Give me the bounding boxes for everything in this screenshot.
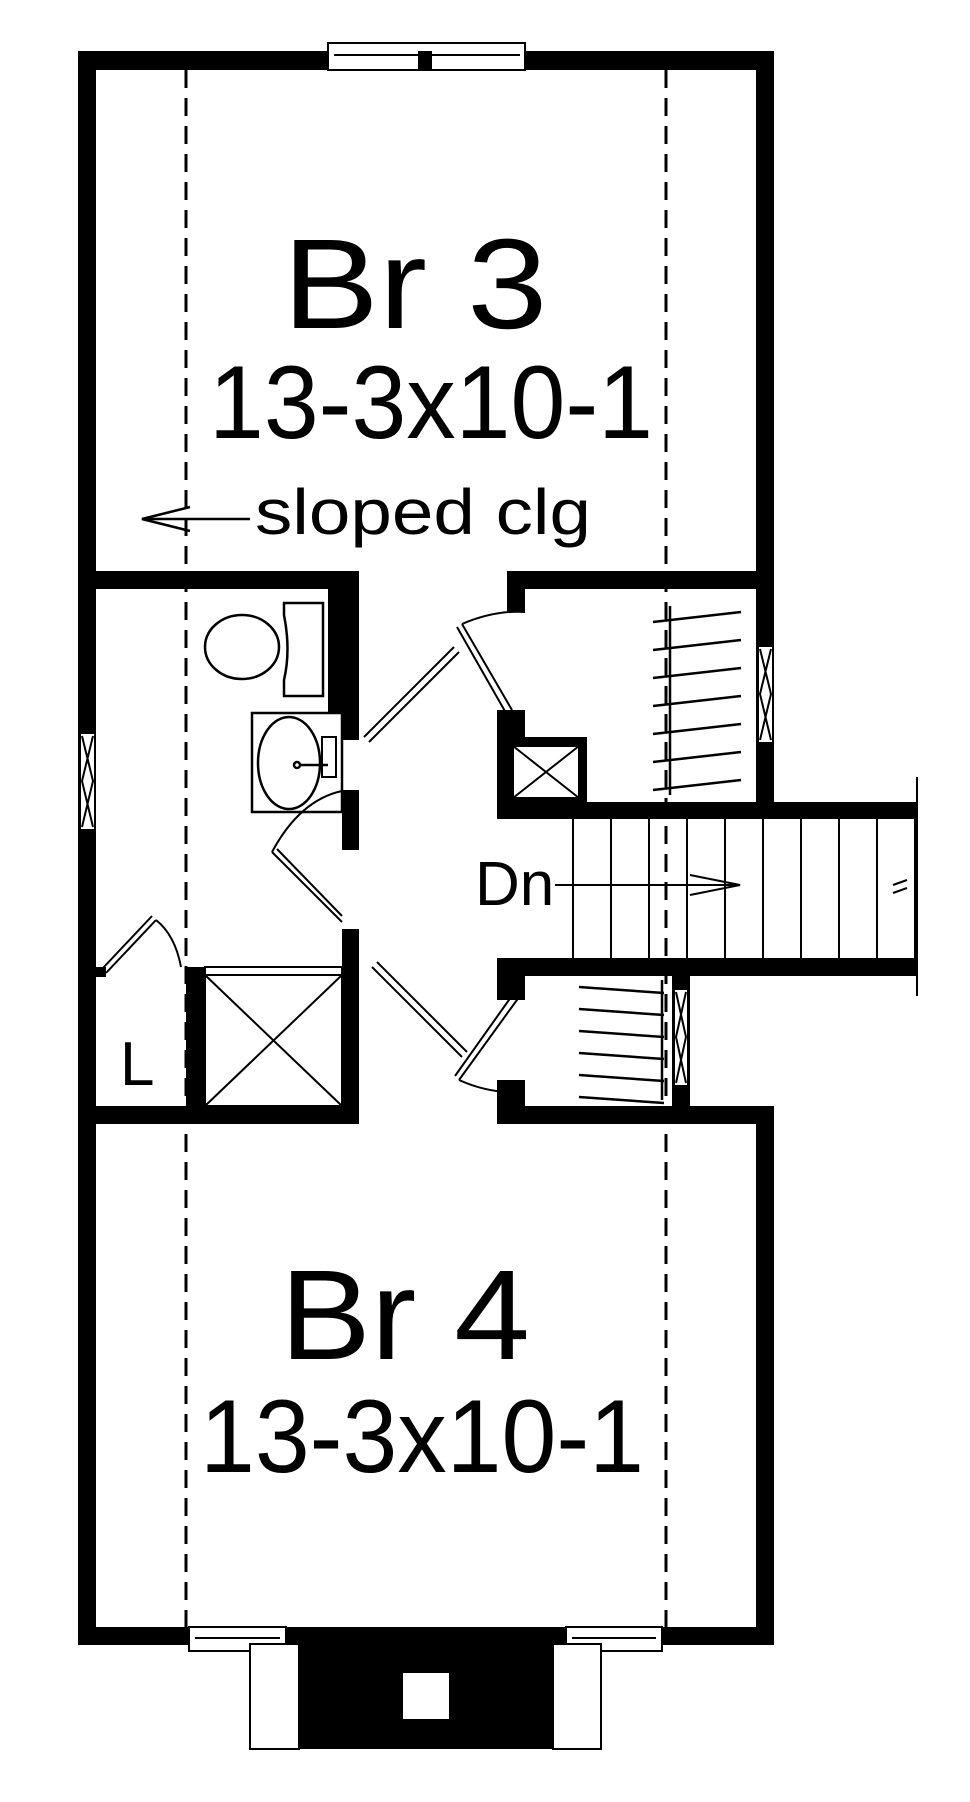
hanger: [652, 778, 742, 792]
wall-br4-bath: [78, 1106, 359, 1124]
wall-closet-step: [507, 571, 525, 612]
hanger: [578, 1029, 665, 1039]
wall-bath: [342, 713, 359, 740]
hanger: [578, 985, 665, 995]
window-top: [327, 42, 526, 71]
bath-closet-door: [363, 646, 460, 743]
wall-bath-thick: [328, 571, 359, 713]
window-right-wall: [758, 647, 773, 742]
hanger: [652, 666, 742, 680]
wall-shower-left: [186, 967, 205, 1124]
wall-right-upper: [756, 51, 774, 819]
wall-bath-2: [342, 790, 359, 850]
hanger: [578, 1095, 665, 1105]
bath-door: [271, 790, 343, 923]
wall-stair-top: [497, 802, 917, 819]
stairs-down-label: Dn: [475, 850, 554, 919]
closet-rod-lower: [578, 980, 665, 1105]
hanger: [652, 694, 742, 708]
linen-label: L: [120, 1030, 154, 1099]
wall-br4-closet: [507, 1106, 774, 1124]
wall-lower-closet-jamb: [497, 958, 525, 1000]
wall-br3-closet: [507, 571, 774, 589]
hanger: [578, 1073, 665, 1083]
chimney: [249, 1643, 602, 1750]
wall-bath-lower: [342, 929, 359, 1124]
window-left-wall: [80, 734, 95, 829]
hall-door-lower: [371, 961, 468, 1058]
wall-right-lower: [756, 1106, 774, 1644]
sloped-ceiling-arrow: [141, 505, 250, 533]
hanger: [652, 750, 742, 764]
closet-upper-door: [456, 610, 526, 714]
window-lower-closet: [674, 990, 688, 1085]
wall-bottom: [78, 1627, 774, 1645]
wall-left: [78, 51, 96, 1644]
hanger: [652, 638, 742, 652]
doors: [102, 610, 526, 1094]
toilet: [203, 601, 325, 698]
closet-lower-door: [454, 989, 523, 1094]
hanger: [652, 722, 742, 736]
room-name-br3: Br 3: [283, 213, 548, 356]
linen-door: [102, 915, 182, 974]
hanger: [578, 1051, 665, 1061]
room-dimensions-br3: 13-3x10-1: [209, 345, 653, 461]
sink: [250, 711, 344, 814]
room-dimensions-br4: 13-3x10-1: [200, 1379, 644, 1495]
room-name-br4: Br 4: [280, 1244, 530, 1387]
wall-stair-bottom: [497, 958, 917, 976]
stair-arrow: [555, 874, 741, 896]
closet-rod-upper: [652, 606, 742, 795]
linen-door-jamb: [96, 967, 106, 977]
hanger: [652, 610, 742, 624]
hanger: [578, 1007, 665, 1017]
sloped-ceiling-note: sloped clg: [255, 476, 591, 548]
chase-x: [512, 745, 580, 799]
wall-br3-bath: [78, 571, 359, 589]
shower: [204, 966, 343, 1107]
